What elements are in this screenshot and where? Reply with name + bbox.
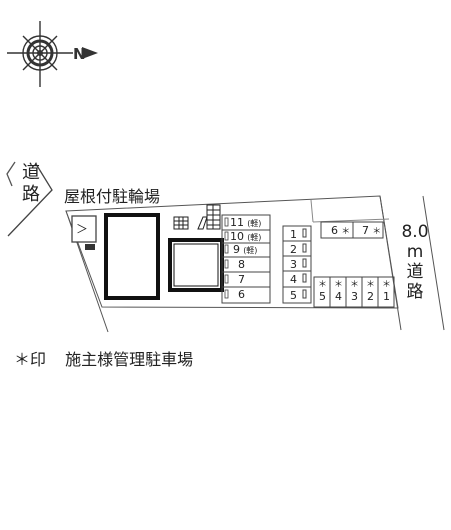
- road-width: 8.0: [401, 222, 429, 242]
- compass-rose: N: [7, 21, 98, 87]
- covered-bicycle-parking-label: 屋根付駐輪場: [64, 187, 161, 206]
- parking-space: 10 (軽): [230, 230, 261, 243]
- right-road-char: 路: [406, 282, 424, 302]
- right-road-label: 8.0 m 道 路: [398, 222, 432, 302]
- owner-managed-mark: ＊: [317, 280, 327, 290]
- legend: ＊印 施主様管理駐車場: [14, 346, 193, 370]
- parking-space-note: (軽): [247, 219, 262, 228]
- parking-space: ＊ 4: [332, 280, 345, 302]
- parking-space-number: 5: [319, 290, 326, 303]
- owner-managed-mark: ＊: [381, 280, 391, 290]
- parking-column-a: [221, 214, 271, 304]
- parking-space-number: 1: [290, 228, 297, 241]
- parking-space: ＊ 3: [348, 280, 361, 302]
- parking-space-number: 1: [383, 290, 390, 303]
- parking-space-number: 8: [238, 258, 245, 271]
- stairs-icon: [197, 204, 221, 230]
- parking-space-number: 6: [331, 224, 338, 237]
- parking-space: 11 (軽): [230, 216, 261, 229]
- owner-managed-mark: ＊: [341, 227, 351, 237]
- parking-space-number: 6: [238, 288, 245, 301]
- parking-top-row: [320, 221, 384, 239]
- parking-space-number: 2: [290, 243, 297, 256]
- right-road-line-inner: [379, 195, 402, 331]
- parking-space-note: (軽): [247, 233, 262, 242]
- parking-space-number: 5: [290, 289, 297, 302]
- parking-column-a-wheelstops: [224, 217, 229, 299]
- parking-space-number: 7: [238, 273, 245, 286]
- legend-text: 施主様管理駐車場: [65, 350, 194, 369]
- left-road-char: 路: [22, 184, 40, 205]
- parking-space-number: 4: [290, 273, 297, 286]
- parking-space-number: 7: [362, 224, 369, 237]
- parking-space-number: 11: [230, 216, 244, 229]
- parking-space: 6 ＊: [331, 224, 350, 237]
- parking-space-number: 9: [233, 243, 240, 256]
- parking-space-number: 10: [230, 230, 244, 243]
- parking-space-note: (軽): [243, 246, 258, 255]
- right-road-line-outer: [422, 195, 445, 331]
- owner-managed-mark: ＊: [333, 280, 343, 290]
- owner-managed-mark: ＊: [349, 280, 359, 290]
- parking-space: 9 (軽): [233, 243, 257, 256]
- parking-space: ＊ 2: [364, 280, 377, 302]
- legend-mark: ＊印: [14, 350, 47, 369]
- parking-space-number: 4: [335, 290, 342, 303]
- left-road-markings: [6, 161, 53, 237]
- entrance-icon: [85, 244, 95, 250]
- parking-space: ＊ 5: [316, 280, 329, 302]
- entrance-divider: [310, 199, 314, 223]
- owner-managed-mark: ＊: [372, 227, 382, 237]
- entrance-mark: ＞: [76, 222, 89, 236]
- covered-parking-shelter: [71, 215, 97, 243]
- owner-managed-mark: ＊: [365, 280, 375, 290]
- left-road-char: 道: [22, 162, 40, 183]
- grille-icon: [173, 216, 189, 230]
- road-width-unit: m: [406, 242, 424, 262]
- parking-bottom-row: [313, 276, 395, 308]
- building-main: [104, 213, 160, 300]
- compass-north-letter: N: [73, 45, 86, 63]
- parking-space: 7 ＊: [362, 224, 381, 237]
- parking-space-number: 2: [367, 290, 374, 303]
- right-road-char: 道: [406, 262, 424, 282]
- parking-space: ＊ 1: [380, 280, 393, 302]
- parking-space-number: 3: [290, 258, 297, 271]
- parking-column-b: [282, 225, 312, 304]
- left-road-label: 道 路: [20, 162, 42, 206]
- parking-space-number: 3: [351, 290, 358, 303]
